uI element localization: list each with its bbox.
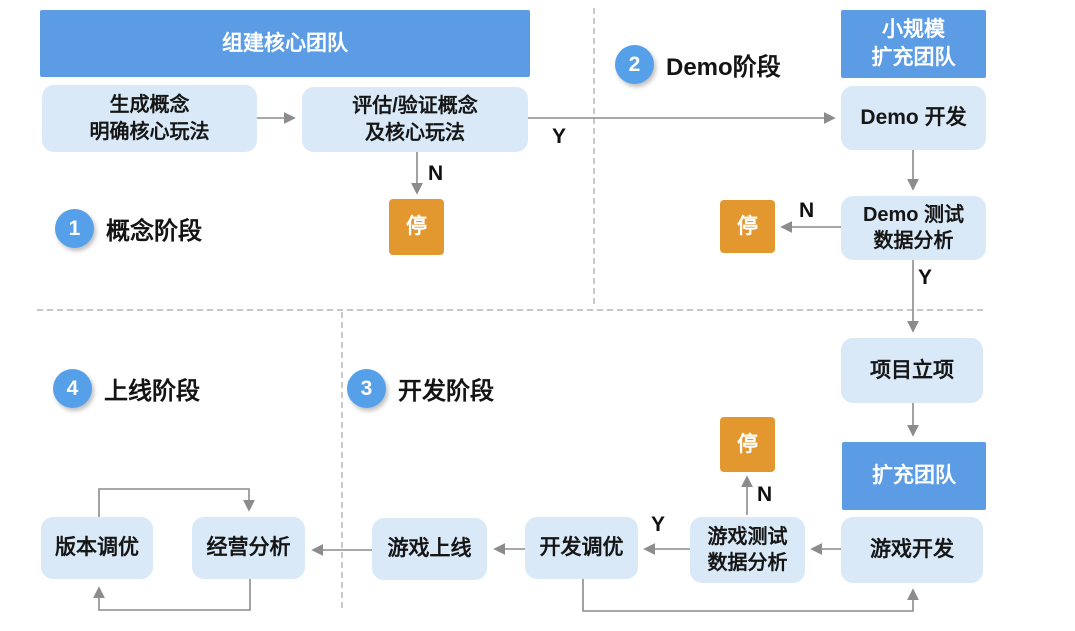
stage-3-badge: 3: [347, 369, 386, 408]
stage-1-concept: 1 概念阶段: [55, 209, 202, 248]
node-demo-dev: Demo 开发: [841, 86, 986, 150]
stage-2-badge: 2: [615, 45, 654, 84]
stage-4-badge: 4: [53, 369, 92, 408]
node-generate-concept: 生成概念 明确核心玩法: [42, 85, 257, 152]
node-dev-tuning: 开发调优: [525, 517, 638, 579]
node-version-tuning: 版本调优: [41, 517, 153, 579]
node-expand-team: 扩充团队: [842, 442, 986, 510]
stage-1-badge: 1: [55, 209, 94, 248]
node-game-dev: 游戏开发: [841, 517, 983, 583]
stage-3-label: 开发阶段: [398, 378, 494, 405]
node-evaluate-concept: 评估/验证概念 及核心玩法: [302, 87, 528, 152]
stage-4-launch: 4 上线阶段: [53, 369, 200, 408]
node-business-analysis: 经营分析: [192, 517, 305, 579]
node-stop-concept: 停: [389, 199, 444, 255]
stage-3-development: 3 开发阶段: [347, 369, 494, 408]
branch-yes-to-approval: Y: [918, 266, 933, 289]
node-game-test: 游戏测试 数据分析: [690, 517, 805, 583]
stage-4-label: 上线阶段: [104, 378, 200, 405]
node-small-scale-expand-team: 小规模 扩充团队: [841, 10, 986, 78]
branch-yes-gametest: Y: [651, 513, 666, 536]
branch-yes-to-demo: Y: [552, 125, 567, 148]
branch-no-demo: N: [799, 199, 815, 222]
stage-1-label: 概念阶段: [106, 218, 202, 245]
branch-no-concept: N: [428, 162, 444, 185]
node-stop-development: 停: [720, 417, 775, 472]
stage-2-demo: 2 Demo阶段: [615, 45, 781, 84]
node-stop-demo: 停: [720, 200, 775, 253]
node-project-approval: 项目立项: [841, 338, 983, 403]
node-game-launch: 游戏上线: [372, 518, 487, 580]
node-build-core-team: 组建核心团队: [40, 10, 530, 77]
node-demo-test: Demo 测试 数据分析: [841, 196, 986, 260]
stage-2-label: Demo阶段: [666, 54, 781, 81]
branch-no-gametest: N: [757, 483, 773, 506]
